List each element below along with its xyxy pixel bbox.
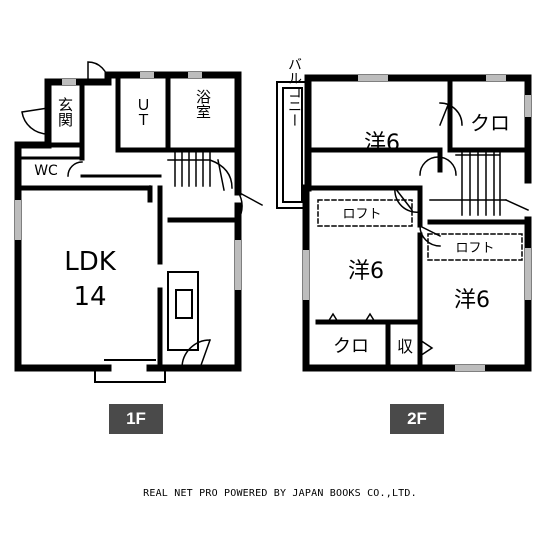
room-label-bath: 浴室 xyxy=(194,89,212,119)
room-label-western-a: 洋6 xyxy=(364,131,400,156)
windows xyxy=(15,72,531,371)
floor-2-walls xyxy=(276,74,532,372)
room-label-ldk-size: 14 xyxy=(73,282,106,312)
floor-badge-2f: 2F xyxy=(390,404,444,434)
room-label-western-b: 洋6 xyxy=(348,259,384,284)
room-label-loft-a: ロフト xyxy=(342,207,381,222)
room-label-closet-b: クロ xyxy=(333,336,369,357)
room-label-genkan: 玄関 xyxy=(56,97,74,128)
floor-1-walls xyxy=(14,61,264,383)
room-label-western-c: 洋6 xyxy=(454,288,490,313)
room-label-closet-a: クロ xyxy=(470,111,510,135)
room-label-loft-b: ロフト xyxy=(455,241,494,256)
room-label-ut: ＵＴ xyxy=(134,97,152,127)
floor-badge-1f: 1F xyxy=(109,404,163,434)
credit-line: REAL NET PRO POWERED BY JAPAN BOOKS CO.,… xyxy=(143,488,417,499)
room-label-balcony: バルコニー xyxy=(286,57,302,127)
room-label-storage: 収 xyxy=(397,337,413,356)
room-label-wc: WC xyxy=(34,163,58,179)
room-label-ldk: LDK xyxy=(64,247,117,277)
